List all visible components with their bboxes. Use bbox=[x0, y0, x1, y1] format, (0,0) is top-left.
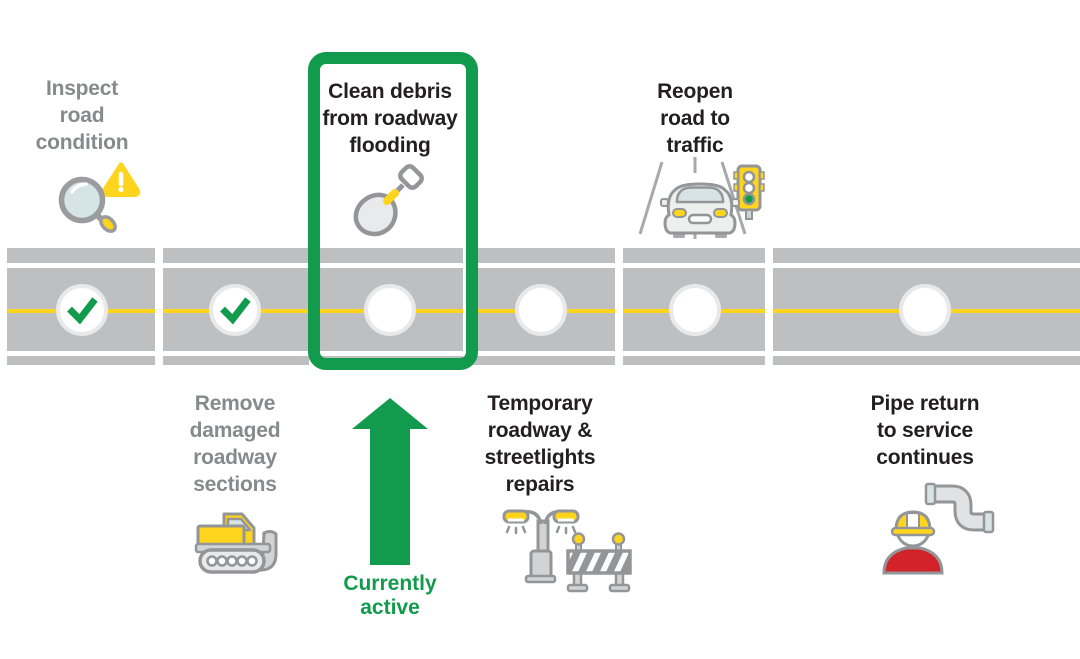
milestone-complete bbox=[209, 284, 261, 336]
stage-6-label: Pipe return to service continues bbox=[840, 390, 1010, 471]
road-edge-line bbox=[623, 263, 765, 268]
milestone-pending bbox=[364, 284, 416, 336]
bulldozer-icon bbox=[192, 502, 287, 580]
car-traffic-light-icon bbox=[638, 157, 765, 239]
streetlight-barrier-icon bbox=[502, 509, 632, 593]
stage-label-line: Pipe return bbox=[870, 392, 980, 415]
stage-label-line: damaged bbox=[189, 419, 281, 442]
road-edge-line bbox=[317, 351, 463, 356]
stage-2-label: Remove damaged roadway sections bbox=[150, 390, 320, 498]
stage-label-line: road to bbox=[660, 107, 730, 130]
road-edge-line bbox=[773, 351, 1080, 356]
milestone-pending bbox=[669, 284, 721, 336]
stage-label-line: sections bbox=[193, 473, 277, 496]
road-edge-line bbox=[623, 351, 765, 356]
stage-label-line: Clean debris bbox=[328, 80, 452, 103]
up-arrow-icon bbox=[352, 398, 428, 565]
road-edge-line bbox=[163, 263, 309, 268]
active-stage-highlight-frame bbox=[308, 52, 478, 370]
stage-1-label: Inspect road condition bbox=[0, 75, 167, 156]
milestone-complete bbox=[56, 284, 108, 336]
magnifier-warning-icon bbox=[58, 162, 141, 233]
stage-label-line: roadway & bbox=[487, 419, 593, 442]
stage-label-line: flooding bbox=[349, 134, 431, 157]
road-edge-line bbox=[7, 351, 155, 356]
stage-label-line: from roadway bbox=[322, 107, 458, 130]
road-segment bbox=[7, 248, 155, 365]
road-edge-line bbox=[7, 263, 155, 268]
stage-label-line: continues bbox=[876, 446, 974, 469]
road-edge-line bbox=[471, 263, 615, 268]
checkmark-icon bbox=[220, 297, 251, 325]
stage-label-line: Remove bbox=[194, 392, 276, 415]
currently-active-caption: Currently active bbox=[310, 572, 470, 620]
milestone-pending bbox=[515, 284, 567, 336]
bulldozer-icon bbox=[194, 512, 278, 574]
shovel-icon bbox=[353, 164, 424, 237]
stage-3-label: Clean debris from roadway flooding bbox=[305, 78, 475, 159]
currently-active-line: Currently bbox=[343, 572, 437, 595]
road-edge-line bbox=[163, 351, 309, 356]
magnifier-warning-icon bbox=[55, 158, 145, 239]
currently-active-arrow bbox=[350, 398, 430, 571]
road-edge-line bbox=[773, 263, 1080, 268]
currently-active-line: active bbox=[360, 596, 420, 619]
stage-label-line: roadway bbox=[193, 446, 277, 469]
stage-label-line: condition bbox=[35, 131, 129, 154]
stage-label-line: to service bbox=[876, 419, 974, 442]
checkmark-icon bbox=[67, 297, 98, 325]
stage-label-line: Temporary bbox=[487, 392, 593, 415]
road-edge-line bbox=[471, 351, 615, 356]
road-edge-line bbox=[317, 263, 463, 268]
milestone-pending bbox=[899, 284, 951, 336]
stage-label-line: traffic bbox=[666, 134, 724, 157]
stage-label-line: road bbox=[59, 104, 105, 127]
worker-pipe-icon bbox=[862, 478, 1007, 580]
stage-4-label: Temporary roadway & streetlights repairs bbox=[455, 390, 625, 498]
streetlight-barrier-icon bbox=[488, 496, 640, 603]
stage-label-line: repairs bbox=[505, 473, 575, 496]
stage-label-line: Inspect bbox=[45, 77, 119, 100]
stage-label-line: Reopen bbox=[657, 80, 733, 103]
stage-label-line: streetlights bbox=[484, 446, 596, 469]
worker-pipe-icon bbox=[882, 482, 995, 575]
car-traffic-light-icon bbox=[633, 153, 778, 248]
shovel-icon bbox=[348, 163, 438, 246]
stage-5-label: Reopen road to traffic bbox=[610, 78, 780, 159]
